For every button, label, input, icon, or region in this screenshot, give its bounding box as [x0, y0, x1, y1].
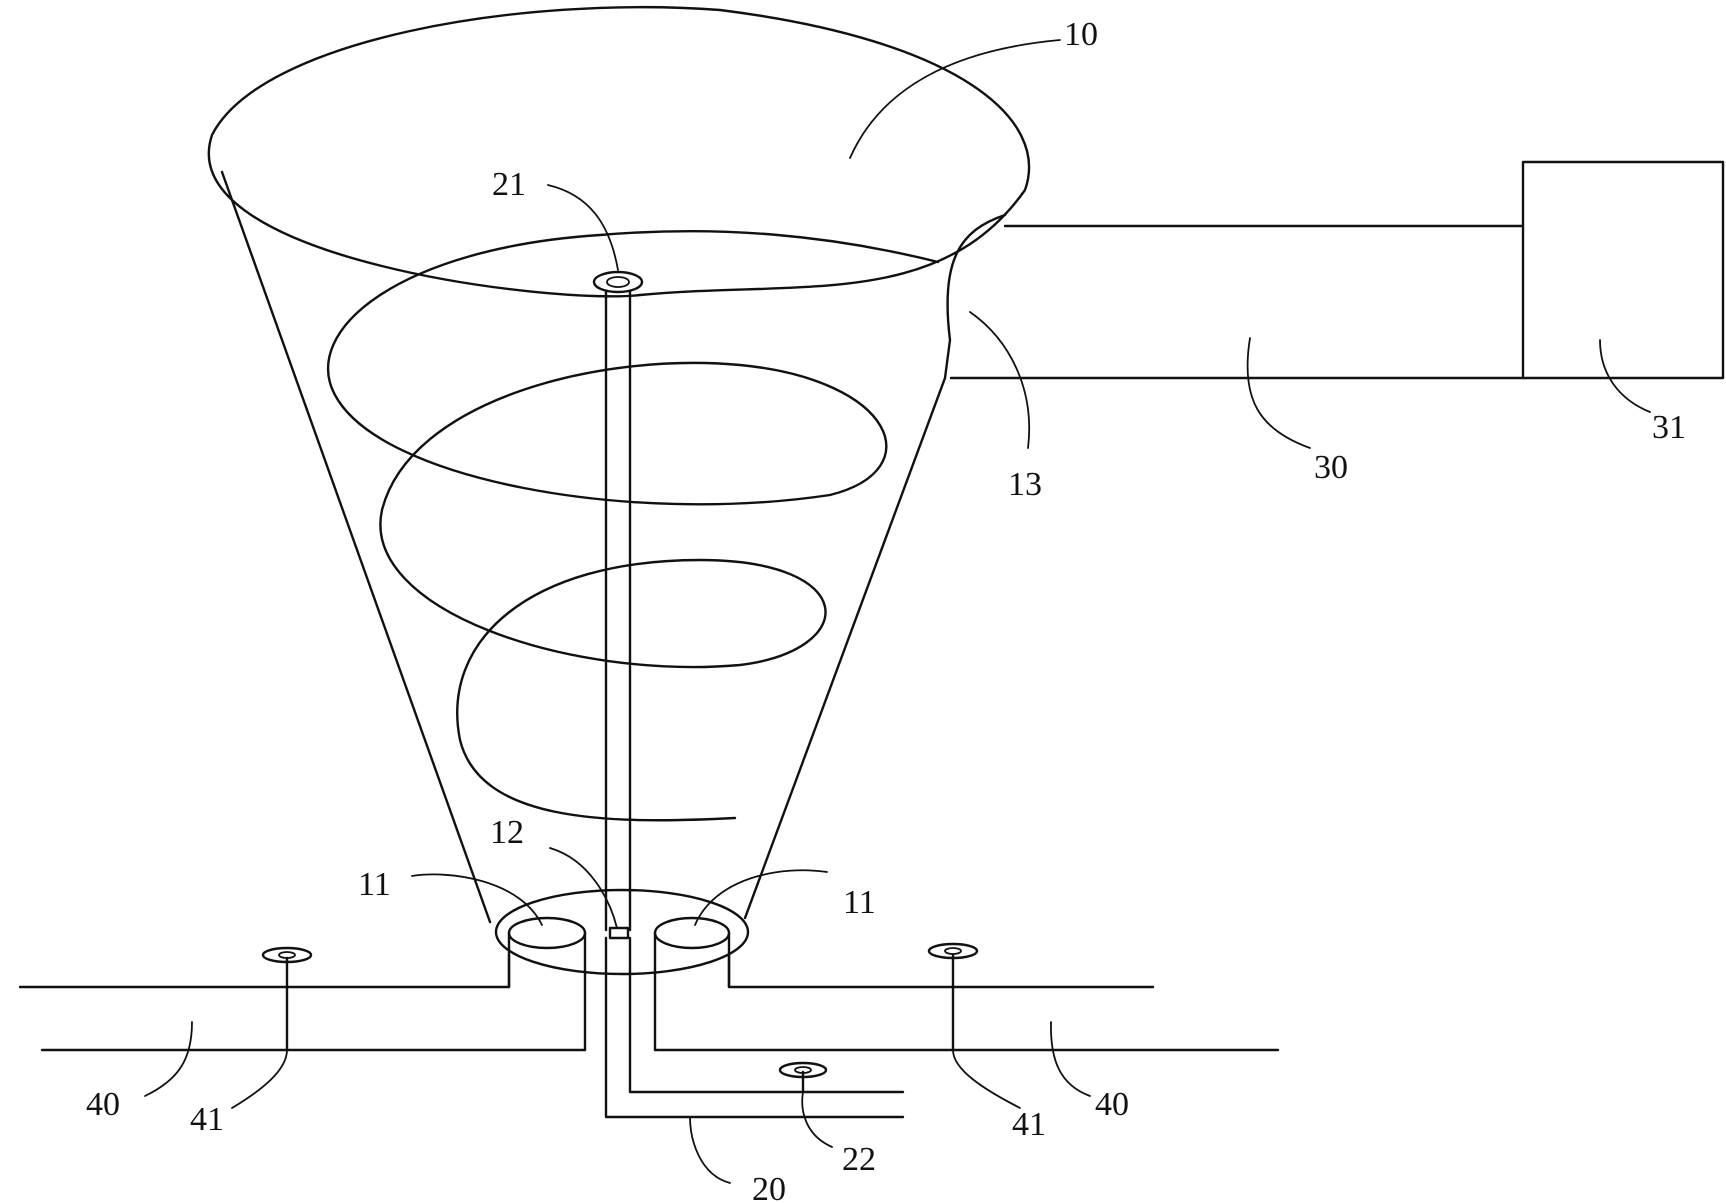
label-30: 30: [1314, 449, 1348, 486]
central-pipe: [592, 270, 905, 1119]
label-11-right: 11: [843, 884, 876, 921]
label-31: 31: [1652, 409, 1686, 446]
vessel-left-wall: [220, 170, 492, 924]
bottom-outlet-ring: [494, 888, 750, 976]
conical-vessel: [207, 5, 1031, 924]
right-outlet-port: [653, 916, 731, 1052]
right-discharge-pipe: [653, 942, 1280, 1052]
left-outlet-port: [507, 916, 587, 1052]
pipe-bottom-joint: [608, 926, 630, 940]
valve-22-icon: [778, 1061, 828, 1094]
leader-lines: [144, 39, 1651, 1184]
label-11-left: 11: [358, 866, 391, 903]
label-10: 10: [1064, 16, 1098, 53]
vessel-bottom: [494, 888, 750, 1052]
label-22: 22: [842, 1141, 876, 1178]
label-40-right: 40: [1095, 1086, 1129, 1123]
left-discharge-pipe: [18, 946, 587, 1052]
valve-41-right-icon: [927, 942, 979, 1052]
label-12: 12: [490, 814, 524, 851]
label-13: 13: [1008, 466, 1042, 503]
blower-box: [1521, 160, 1725, 380]
vessel-top-rim: [207, 5, 1031, 298]
reference-numerals: 10 21 13 30 31 12 11 11 40 41 41 40 22 2…: [86, 16, 1686, 1203]
label-21: 21: [492, 166, 526, 203]
label-41-right: 41: [1012, 1106, 1046, 1143]
inlet-duct: [949, 224, 1525, 380]
valve-41-left-icon: [261, 946, 313, 1052]
label-41-left: 41: [190, 1101, 224, 1138]
label-20: 20: [752, 1171, 786, 1203]
vessel-right-wall: [743, 213, 1007, 920]
label-40-left: 40: [86, 1086, 120, 1123]
top-nozzle: [592, 270, 644, 294]
spiral-guide: [326, 230, 940, 822]
